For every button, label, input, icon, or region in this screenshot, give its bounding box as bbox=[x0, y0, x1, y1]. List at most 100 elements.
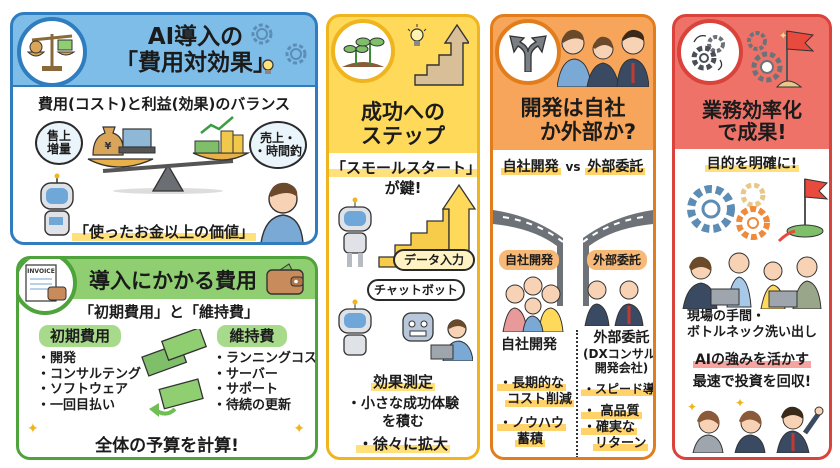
outsource-heading: 外部委託 (DXコンサル/ 開発会社) bbox=[583, 330, 656, 376]
robot-icon bbox=[338, 299, 372, 356]
chatbot-icon bbox=[402, 312, 434, 342]
ai-strength: AIの強みを活かす bbox=[675, 349, 829, 369]
inhouse-benefit-1: ・長期的な コスト削減 bbox=[497, 376, 575, 409]
list-item: ・開発 bbox=[37, 351, 77, 366]
small-start-text: 「スモールスタート」 bbox=[329, 159, 477, 177]
effect-measurement: 効果測定 bbox=[329, 371, 477, 392]
invoice-badge: INVOICE bbox=[19, 259, 77, 315]
panel-implementation-costs: 導入にかかる費用 「初期費用」と「維持費」 初期費用 維持費 ・開発 ・コンサル… bbox=[16, 256, 318, 460]
maintenance-cost-label: 維持費 bbox=[217, 325, 287, 347]
bottleneck-line1: 現場の手間・ bbox=[687, 309, 766, 324]
robot-icon bbox=[338, 197, 372, 267]
team-icon bbox=[557, 29, 649, 87]
svg-text:✦: ✦ bbox=[779, 31, 787, 42]
data-entry-bubble: データ入力 bbox=[393, 249, 475, 271]
gear-icon bbox=[251, 23, 273, 45]
inhouse-heading: 自社開発 bbox=[501, 337, 557, 353]
benefit-line: 蓄積 bbox=[515, 432, 546, 448]
benefit-line: ・ノウハウ bbox=[497, 416, 567, 431]
gear-flag-icon: ✦ bbox=[747, 30, 815, 88]
scale-badge bbox=[17, 17, 87, 87]
versus-heading: 自社開発 vs 外部委託 bbox=[493, 156, 653, 176]
bullet-expand-text: ・徐々に拡大 bbox=[355, 435, 450, 453]
ai-strength-text: AIの強みを活かす bbox=[692, 352, 812, 368]
bottleneck-line2: ボトルネック洗い出し bbox=[687, 325, 818, 341]
panel-title: AI導入の 「費用対効果」 bbox=[113, 24, 278, 77]
value-caption: 「使ったお金以上の価値」 bbox=[13, 221, 315, 242]
person-laptop-icon bbox=[430, 319, 473, 361]
benefit-line: コスト削減 bbox=[505, 392, 575, 408]
outsource-heading-line1: 外部委託 bbox=[593, 330, 650, 346]
outsource-benefit-1: ・スピード導入 bbox=[581, 380, 653, 397]
goal-heading-text: 目的を明確に! bbox=[704, 156, 800, 172]
panel-title: 成功への ステップ bbox=[329, 100, 477, 148]
list-item: ・待続の更新 bbox=[213, 397, 292, 413]
effect-measurement-text: 効果測定 bbox=[370, 373, 435, 391]
sprout-badge bbox=[331, 19, 395, 83]
outsource-benefit-3: ・確実な リターン bbox=[581, 420, 649, 453]
fork-badge bbox=[495, 19, 561, 85]
outsource-benefit-2: ・ 高品質 bbox=[581, 400, 642, 419]
gears-badge bbox=[677, 19, 743, 85]
speech-bubble-left: 售上 増量 bbox=[35, 121, 83, 165]
panel-steps-to-success: 成功への ステップ 「スモールスタート」 が鍵! データ入力 チャットボット bbox=[326, 14, 480, 460]
panel-subtitle: 費用(コスト)と利益(効果)のバランス bbox=[37, 95, 291, 113]
list-item: ・一回目払い bbox=[37, 397, 116, 413]
title-line-2: ステップ bbox=[361, 123, 445, 148]
scale-icon bbox=[26, 34, 76, 71]
list-item: ・ランニングコスト bbox=[213, 351, 318, 366]
fork-road-icon bbox=[493, 210, 653, 306]
svg-text:¥: ¥ bbox=[105, 141, 112, 152]
title-line-2: 「費用対効果」 bbox=[115, 49, 276, 76]
road-label-outsource: 外部委託 bbox=[587, 250, 647, 270]
list-item: ・サーバー bbox=[213, 366, 278, 382]
versus-right: 外部委託 bbox=[585, 159, 646, 175]
gears-flag-icon bbox=[687, 178, 829, 243]
lightbulb-icon bbox=[262, 59, 274, 74]
list-item: ・コンサルテング bbox=[37, 366, 142, 382]
panel-body: 自社開発 vs 外部委託 自社開発 外部委託 自社開発 外部委託 (DX bbox=[493, 150, 653, 457]
panel-efficiency-results: ✦ 業務効率化 で成果! 目的を明確に! bbox=[672, 14, 832, 460]
panel-title: 導入にかかる費用 bbox=[89, 269, 257, 293]
title-line-2: で成果! bbox=[717, 120, 787, 145]
sparkle-icon: ✦ bbox=[27, 421, 39, 437]
bullet-small-wins: ・小さな成功体験 bbox=[347, 396, 459, 412]
team-meeting-icon bbox=[682, 252, 822, 309]
panel-title: 開発は自社 か外部か? bbox=[493, 96, 653, 144]
fork-arrow-icon bbox=[509, 35, 547, 72]
svg-text:INVOICE: INVOICE bbox=[27, 268, 55, 275]
lightbulb-icon bbox=[407, 24, 427, 46]
outsource-heading-line2: (DXコンサル/ bbox=[583, 346, 656, 361]
inhouse-team-icon bbox=[502, 276, 564, 332]
title-line-1: 成功への bbox=[361, 100, 445, 124]
svg-text:✦: ✦ bbox=[735, 396, 745, 410]
sprout-icon bbox=[342, 37, 385, 67]
title-line-1: 業務効率化 bbox=[702, 98, 802, 122]
panel-cost-effectiveness: AI導入の 「費用対効果」 費用(コスト)と利益(効果)のバランス 售上 増量 … bbox=[10, 12, 318, 245]
sparkle-icon: ✦ bbox=[293, 421, 305, 437]
chatbot-bubble: チャットボット bbox=[367, 279, 465, 301]
stairs-arrow-icon bbox=[414, 23, 469, 86]
versus-mid: vs bbox=[565, 160, 581, 174]
panel-body: 「初期費用」と「維持費」 初期費用 維持費 ・開発 ・コンサルテング ・ソフトウ… bbox=[19, 299, 315, 457]
balance-scale-icon: ¥ bbox=[87, 116, 251, 194]
person-icon bbox=[260, 182, 304, 242]
maintenance-cost-list: ・ランニングコスト ・サーバー ・サポート ・待続の更新 bbox=[213, 351, 318, 413]
small-start-key: 「スモールスタート」 bbox=[329, 157, 477, 178]
initial-cost-list: ・開発 ・コンサルテング ・ソフトウェア ・一回目払い bbox=[37, 351, 141, 413]
bullet-expand: ・徐々に拡大 bbox=[329, 433, 477, 454]
panel-body: 費用(コスト)と利益(効果)のバランス 售上 増量 売上・ ・時間釣 ¥ bbox=[13, 85, 315, 242]
invoice-icon: INVOICE bbox=[25, 264, 67, 302]
title-line-2: か外部か? bbox=[539, 119, 637, 144]
panel-body: 目的を明確に! 現場の手間・ ボトルネック洗い出し AIの強 bbox=[675, 149, 829, 457]
list-item: ・サポート bbox=[213, 382, 279, 398]
panel-title: 業務効率化 で成果! bbox=[675, 99, 829, 144]
goal-heading: 目的を明確に! bbox=[675, 153, 829, 173]
initial-cost-label: 初期費用 bbox=[39, 325, 121, 347]
consultant-team-icon bbox=[584, 280, 644, 326]
bottleneck-step: 現場の手間・ ボトルネック洗い出し bbox=[687, 309, 817, 342]
benefit-line: リターン bbox=[593, 436, 649, 452]
panel-body: 「スモールスタート」 が鍵! データ入力 チャットボット bbox=[329, 153, 477, 457]
benefit-line: ・確実な bbox=[581, 420, 638, 435]
celebrating-team-icon: ✦ ✦ bbox=[687, 396, 824, 453]
